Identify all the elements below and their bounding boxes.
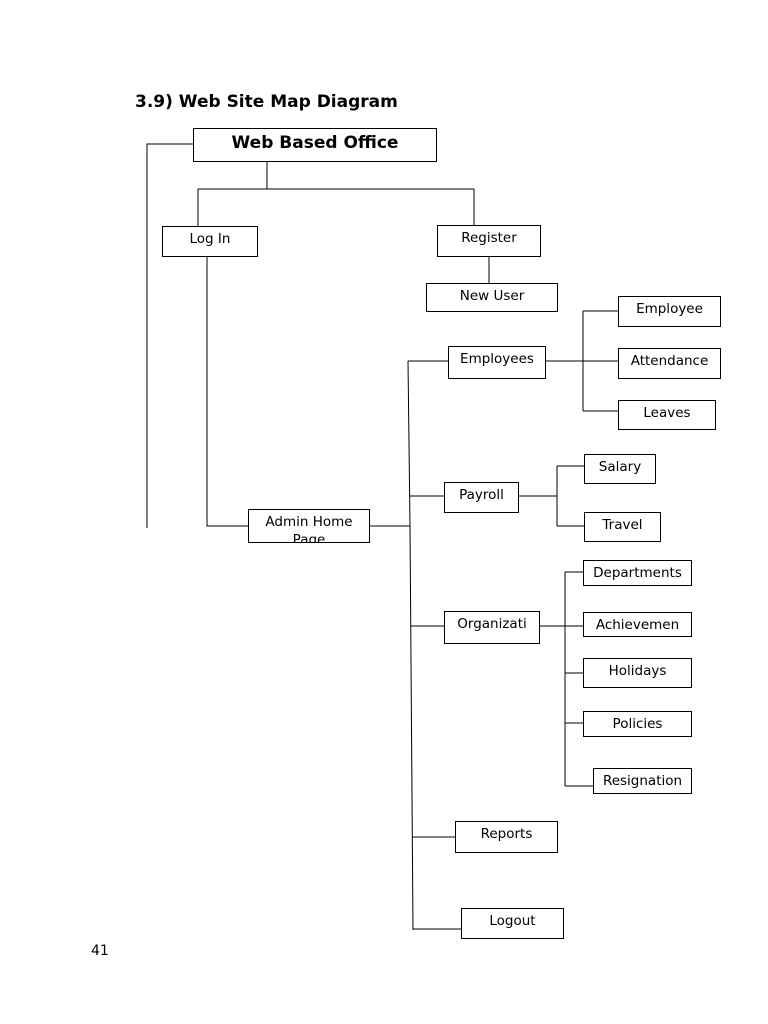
node-logout: Logout <box>461 908 564 939</box>
node-travel: Travel <box>584 512 661 542</box>
node-salary: Salary <box>584 454 656 484</box>
node-employee: Employee <box>618 296 721 327</box>
node-attendance: Attendance <box>618 348 721 379</box>
node-payroll: Payroll <box>444 482 519 513</box>
node-admin-home-page: Admin Home Page <box>248 509 370 543</box>
node-organization: Organizati <box>444 611 540 644</box>
node-resignation: Resignation <box>593 768 692 794</box>
diagram-heading: 3.9) Web Site Map Diagram <box>135 92 398 112</box>
node-holidays: Holidays <box>583 658 692 688</box>
node-reports: Reports <box>455 821 558 853</box>
node-leaves: Leaves <box>618 400 716 430</box>
node-log-in: Log In <box>162 226 258 257</box>
node-web-based-office: Web Based Office <box>193 128 437 162</box>
page-number: 41 <box>91 943 109 959</box>
node-new-user: New User <box>426 283 558 312</box>
node-departments: Departments <box>583 560 692 586</box>
node-achievements: Achievemen <box>583 612 692 637</box>
node-policies: Policies <box>583 711 692 737</box>
node-register: Register <box>437 225 541 257</box>
node-employees: Employees <box>448 346 546 379</box>
